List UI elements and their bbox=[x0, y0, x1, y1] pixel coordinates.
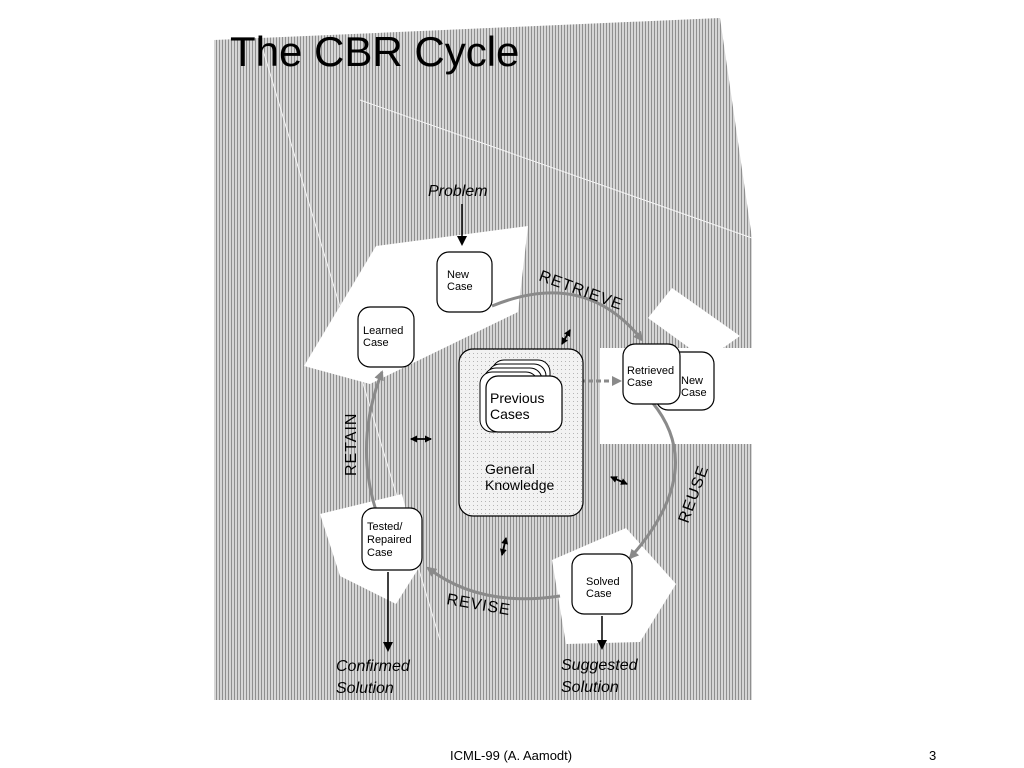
suggested-solution-label: Suggested Solution bbox=[561, 657, 642, 696]
retain-arrow bbox=[365, 370, 384, 523]
page-number: 3 bbox=[929, 748, 937, 763]
cycle-arrows bbox=[365, 291, 677, 601]
retrieve-arrow bbox=[491, 291, 644, 342]
confirmed-solution-label: Confirmed Solution bbox=[336, 658, 414, 697]
footer-text: ICML-99 (A. Aamodt) bbox=[450, 748, 573, 763]
slide-title: The CBR Cycle bbox=[230, 28, 519, 75]
phase-retain: RETAIN bbox=[343, 413, 360, 476]
revise-arrow bbox=[426, 566, 561, 601]
reuse-arrow bbox=[628, 401, 677, 560]
interaction-arrows bbox=[410, 329, 628, 556]
problem-label: Problem bbox=[428, 183, 488, 200]
